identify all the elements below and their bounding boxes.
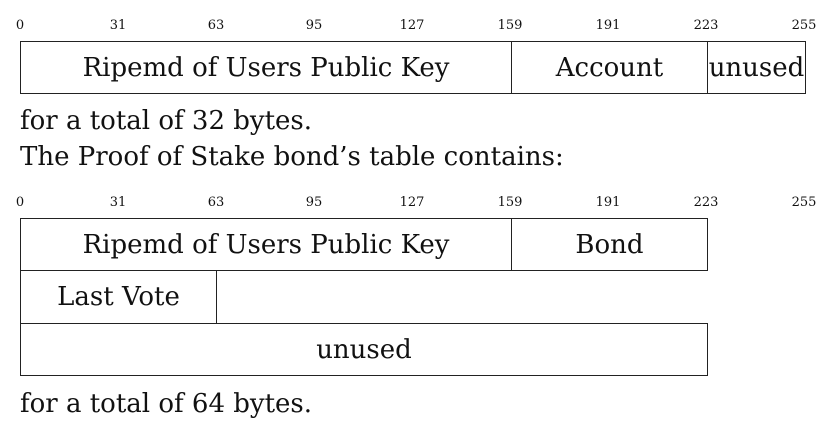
tick-label: 127 xyxy=(399,18,425,33)
field-account: Account xyxy=(511,41,708,94)
tick-label: 255 xyxy=(791,18,817,33)
field-label: Last Vote xyxy=(57,282,180,312)
tick-label: 63 xyxy=(207,18,225,33)
field-label: Ripemd of Users Public Key xyxy=(82,52,450,83)
tick-label: 31 xyxy=(109,18,127,33)
field-ripemd: Ripemd of Users Public Key xyxy=(20,41,512,94)
field-bond: Bond xyxy=(511,218,708,271)
tick-label: 191 xyxy=(595,195,621,210)
tick-label: 255 xyxy=(791,195,817,210)
field-label: Bond xyxy=(575,229,644,260)
tick-label: 159 xyxy=(497,195,523,210)
tick-label: 95 xyxy=(305,195,323,210)
field-ripemd: Ripemd of Users Public Key xyxy=(20,218,512,271)
field-label: unused xyxy=(316,334,412,365)
tick-label: 223 xyxy=(693,195,719,210)
tick-label: 159 xyxy=(497,18,523,33)
field-label: Ripemd of Users Public Key xyxy=(82,229,450,260)
tick-label: 63 xyxy=(207,195,225,210)
field-label: Account xyxy=(555,52,664,83)
total-text-1: for a total of 32 bytes. xyxy=(20,106,313,136)
tick-label: 191 xyxy=(595,18,621,33)
tick-label: 223 xyxy=(693,18,719,33)
field-unused: unused xyxy=(20,323,708,376)
field-last-vote: Last Vote xyxy=(20,270,217,324)
bond-table-intro: The Proof of Stake bond’s table contains… xyxy=(20,142,564,172)
field-unused: unused xyxy=(707,41,806,94)
tick-label: 0 xyxy=(15,18,25,33)
total-text-2: for a total of 64 bytes. xyxy=(20,389,313,419)
field-label: unused xyxy=(708,52,805,83)
tick-label: 127 xyxy=(399,195,425,210)
tick-label: 0 xyxy=(15,195,25,210)
tick-label: 31 xyxy=(109,195,127,210)
tick-label: 95 xyxy=(305,18,323,33)
